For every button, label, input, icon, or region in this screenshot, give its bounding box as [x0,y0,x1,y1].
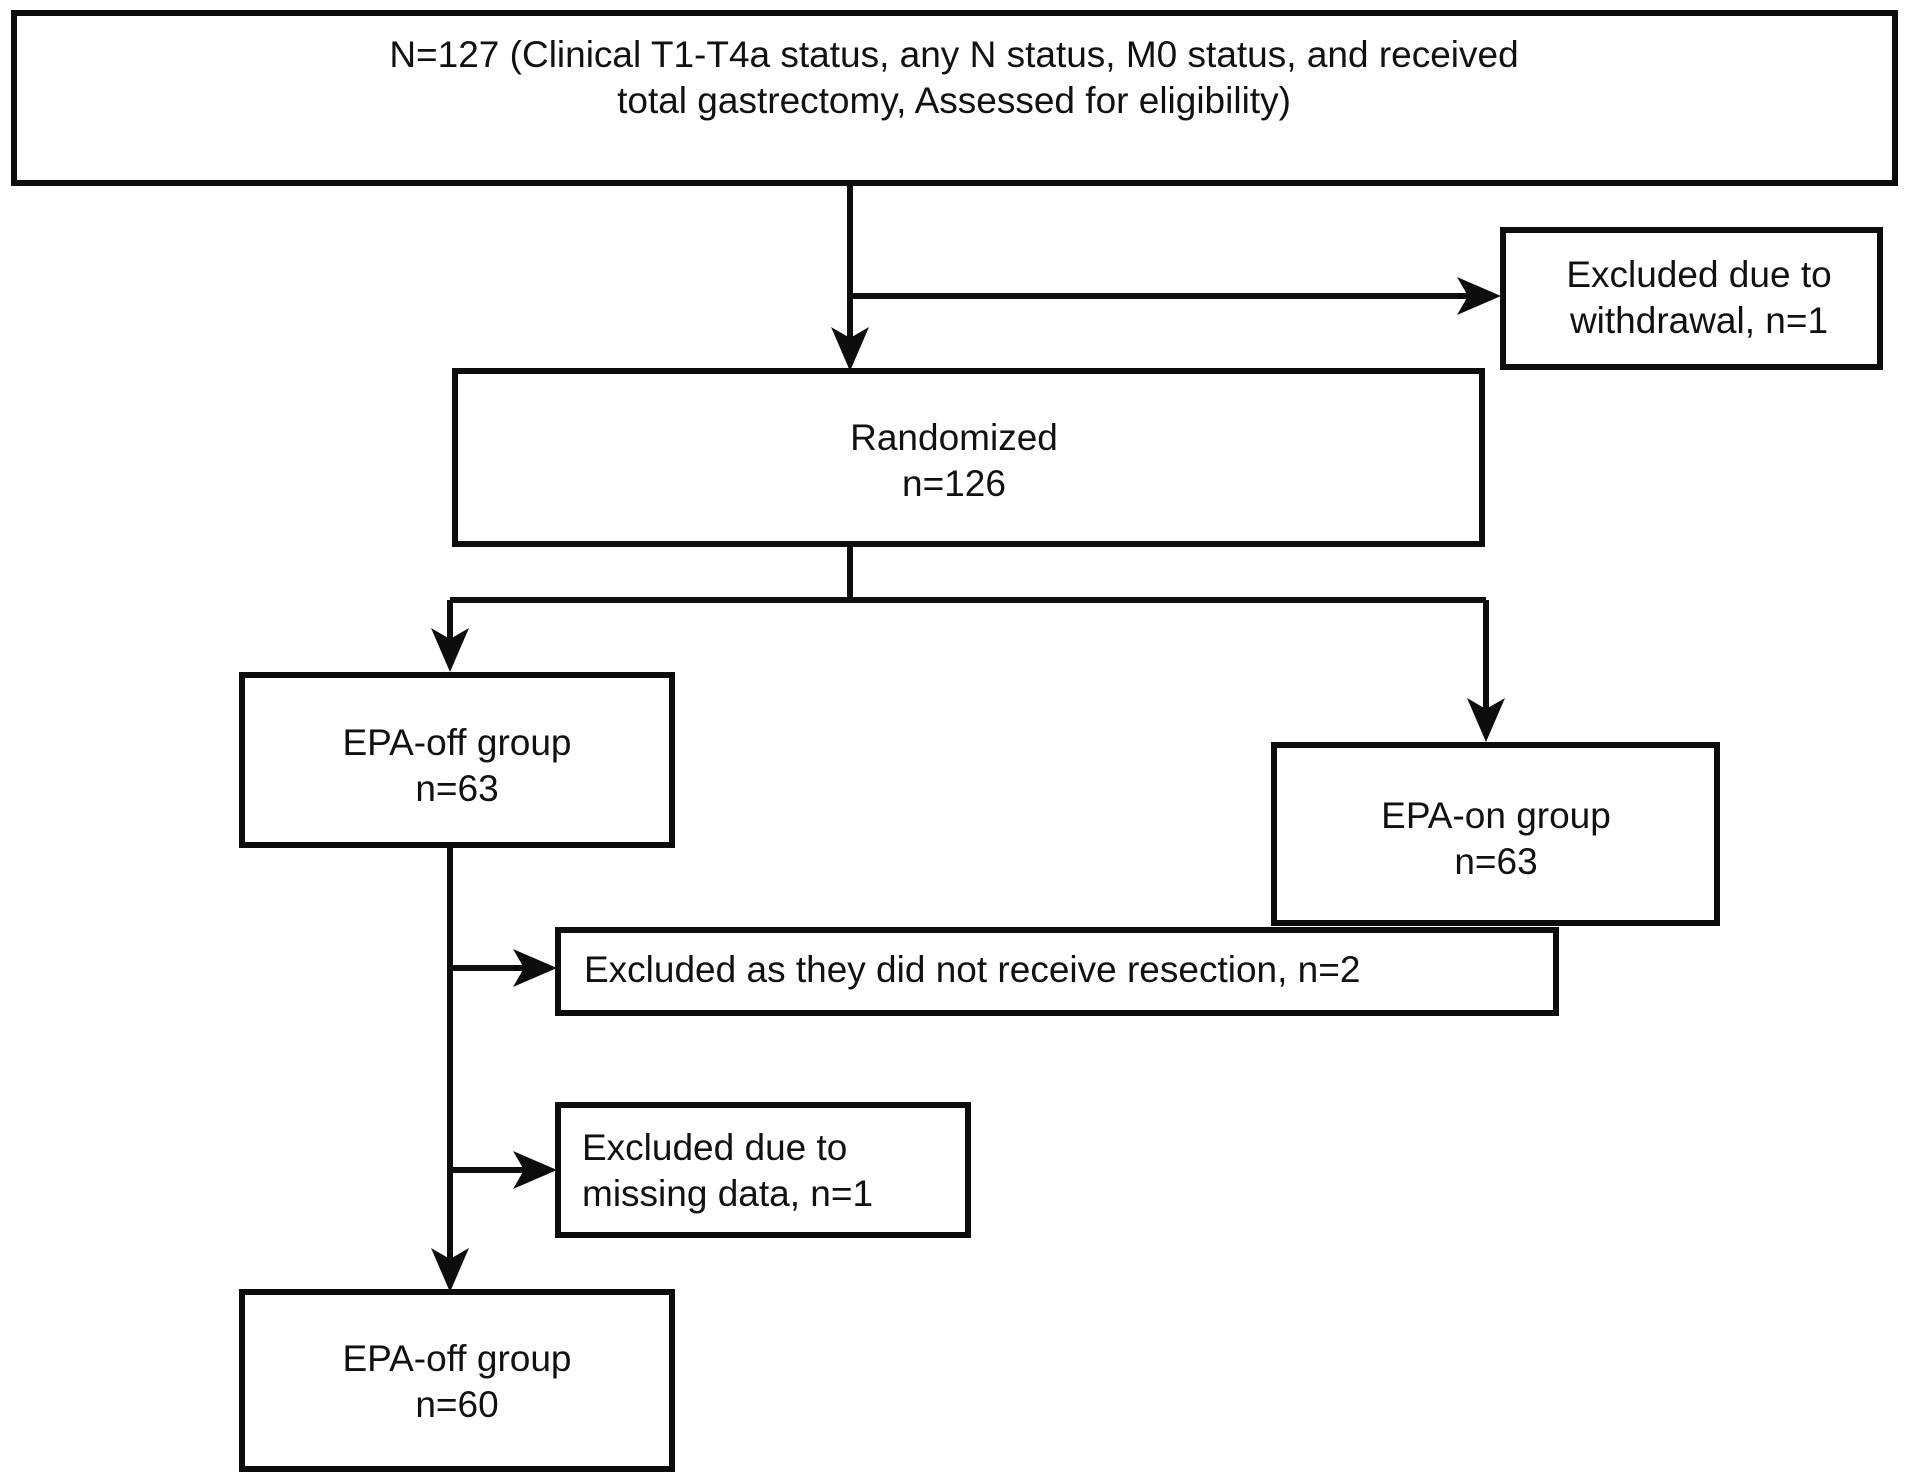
arrow-epa-off-to-final [431,845,469,1292]
excluded-withdrawal-box[interactable]: Excluded due to withdrawal, n=1 [1500,227,1883,370]
withdrawal-line-2: withdrawal, n=1 [1569,300,1828,341]
arrow-epa-off-to-no-resection [450,949,557,987]
epa-off-group-final-box[interactable]: EPA-off group n=60 [239,1289,675,1472]
assessed-line-1: N=127 (Clinical T1-T4a status, any N sta… [389,34,1518,75]
randomized-line-1: Randomized [850,417,1058,458]
excluded-no-resection-box[interactable]: Excluded as they did not receive resecti… [555,927,1559,1016]
assessed-for-eligibility-box[interactable]: N=127 (Clinical T1-T4a status, any N sta… [11,10,1898,186]
randomized-line-2: n=126 [902,463,1006,504]
randomized-box[interactable]: Randomized n=126 [452,368,1485,547]
epa-on-line-2: n=63 [1454,841,1537,882]
missing-data-line-2: missing data, n=1 [582,1173,873,1214]
arrowhead-icon [1457,277,1501,315]
epa-on-line-1: EPA-on group [1381,795,1611,836]
arrowhead-icon [1467,698,1505,742]
arrowhead-icon [431,628,469,672]
no-resection-line-1: Excluded as they did not receive resecti… [584,949,1360,990]
arrowhead-icon [831,327,869,371]
epa-off-line-2: n=63 [415,768,498,809]
excluded-missing-data-box[interactable]: Excluded due to missing data, n=1 [555,1102,971,1238]
arrowhead-icon [513,949,557,987]
arrow-epa-off-to-missing-data [450,1151,557,1189]
arrow-randomized-to-epa-on [850,597,1505,742]
arrow-assessed-to-randomized [831,183,869,371]
missing-data-line-1: Excluded due to [582,1127,847,1168]
arrowhead-icon [431,1248,469,1292]
epa-off-line-1: EPA-off group [343,722,572,763]
epa-off-final-line-2: n=60 [415,1384,498,1425]
assessed-line-2: total gastrectomy, Assessed for eligibil… [617,80,1291,121]
arrowhead-icon [513,1151,557,1189]
withdrawal-line-1: Excluded due to [1566,254,1831,295]
epa-off-final-line-1: EPA-off group [343,1338,572,1379]
arrow-randomized-to-epa-off [431,544,853,672]
epa-off-group-box[interactable]: EPA-off group n=63 [239,672,675,848]
arrow-assessed-to-withdrawal [850,277,1501,315]
epa-on-group-box[interactable]: EPA-on group n=63 [1271,742,1720,926]
